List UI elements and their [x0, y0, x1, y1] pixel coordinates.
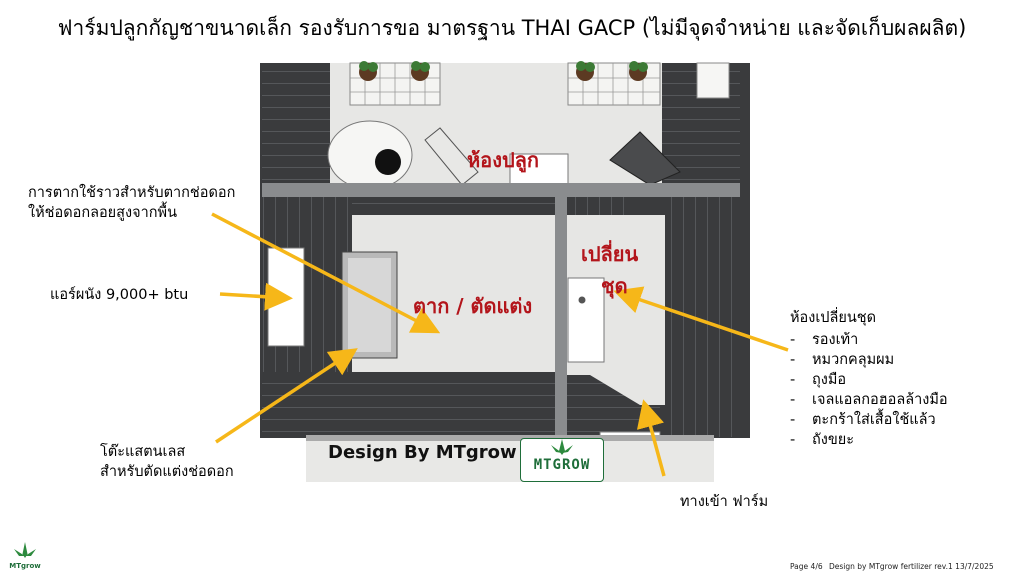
callout-drying-rack-1: การตากใช้ราวสำหรับตากช่อดอก: [28, 185, 236, 201]
leaf-icon: [551, 439, 573, 455]
list-item: -หมวกคลุมผม: [790, 352, 895, 368]
water-tank: [327, 120, 413, 190]
room-label-dry-trim: ตาก / ตัดแต่ง: [413, 294, 533, 318]
grow-room-wall-left: [262, 63, 330, 185]
design-by-label: Design By MTgrow: [328, 442, 517, 463]
logo-text: MTGROW: [533, 457, 591, 473]
callout-drying-rack-2: ให้ช่อดอกลอยสูงจากพื้น: [28, 205, 178, 221]
arrow-aircon: [219, 282, 293, 311]
arrow-changing-room: [613, 286, 789, 352]
mini-logo: MTgrow: [8, 540, 42, 572]
list-item: -ถุงมือ: [790, 372, 847, 388]
dry-room-wall-top: [352, 197, 555, 215]
callout-table-1: โต๊ะแสตนเลส: [100, 444, 186, 460]
arrow-drying-rack: [211, 212, 441, 334]
page-number: Page 4/6: [790, 562, 823, 571]
mtgrow-logo: MTGROW: [520, 438, 604, 482]
changing-room-wall-right: [660, 197, 740, 437]
room-label-grow: ห้องปลูก: [467, 148, 540, 172]
grow-ac-unit: [696, 62, 730, 99]
list-item: -ถังขยะ: [790, 432, 855, 448]
partition-wall-horizontal: [262, 183, 740, 197]
partition-wall-vertical: [555, 195, 567, 437]
grow-cabinet-3: [609, 131, 681, 186]
list-item: -รองเท้า: [790, 332, 859, 348]
changing-room-wall-bottom: [567, 375, 660, 437]
mini-leaf-icon: [14, 542, 36, 558]
footer-credit: Design by MTgrow fertilizer rev.1 13/7/2…: [829, 562, 994, 571]
page-title: ฟาร์มปลูกกัญชาขนาดเล็ก รองรับการขอ มาตรฐ…: [57, 16, 967, 40]
callout-aircon: แอร์ผนัง 9,000+ btu: [50, 287, 189, 303]
callout-entrance: ทางเข้า ฟาร์ม: [680, 494, 769, 510]
entry-walkway: [306, 435, 714, 482]
list-item: -เจลแอลกอฮอลล้างมือ: [790, 392, 948, 408]
room-label-change-2: ชุด: [601, 274, 628, 298]
dry-room-wall-bottom: [262, 372, 555, 435]
callout-table-2: สำหรับตัดแต่งช่อดอก: [100, 464, 234, 480]
room-label-change-1: เปลี่ยน: [581, 242, 639, 266]
grow-cabinet-1: [424, 127, 479, 186]
changing-list-title: ห้องเปลี่ยนชุด: [790, 310, 877, 326]
arrow-table: [215, 348, 358, 444]
changing-cabinet: [567, 277, 605, 363]
arrow-entrance: [636, 399, 666, 477]
list-item: -ตะกร้าใส่เสื้อใช้แล้ว: [790, 412, 936, 428]
changing-room-list: ห้องเปลี่ยนชุด -รองเท้า -หมวกคลุมผม -ถุง…: [790, 308, 948, 450]
mini-logo-text: MTgrow: [9, 562, 41, 570]
